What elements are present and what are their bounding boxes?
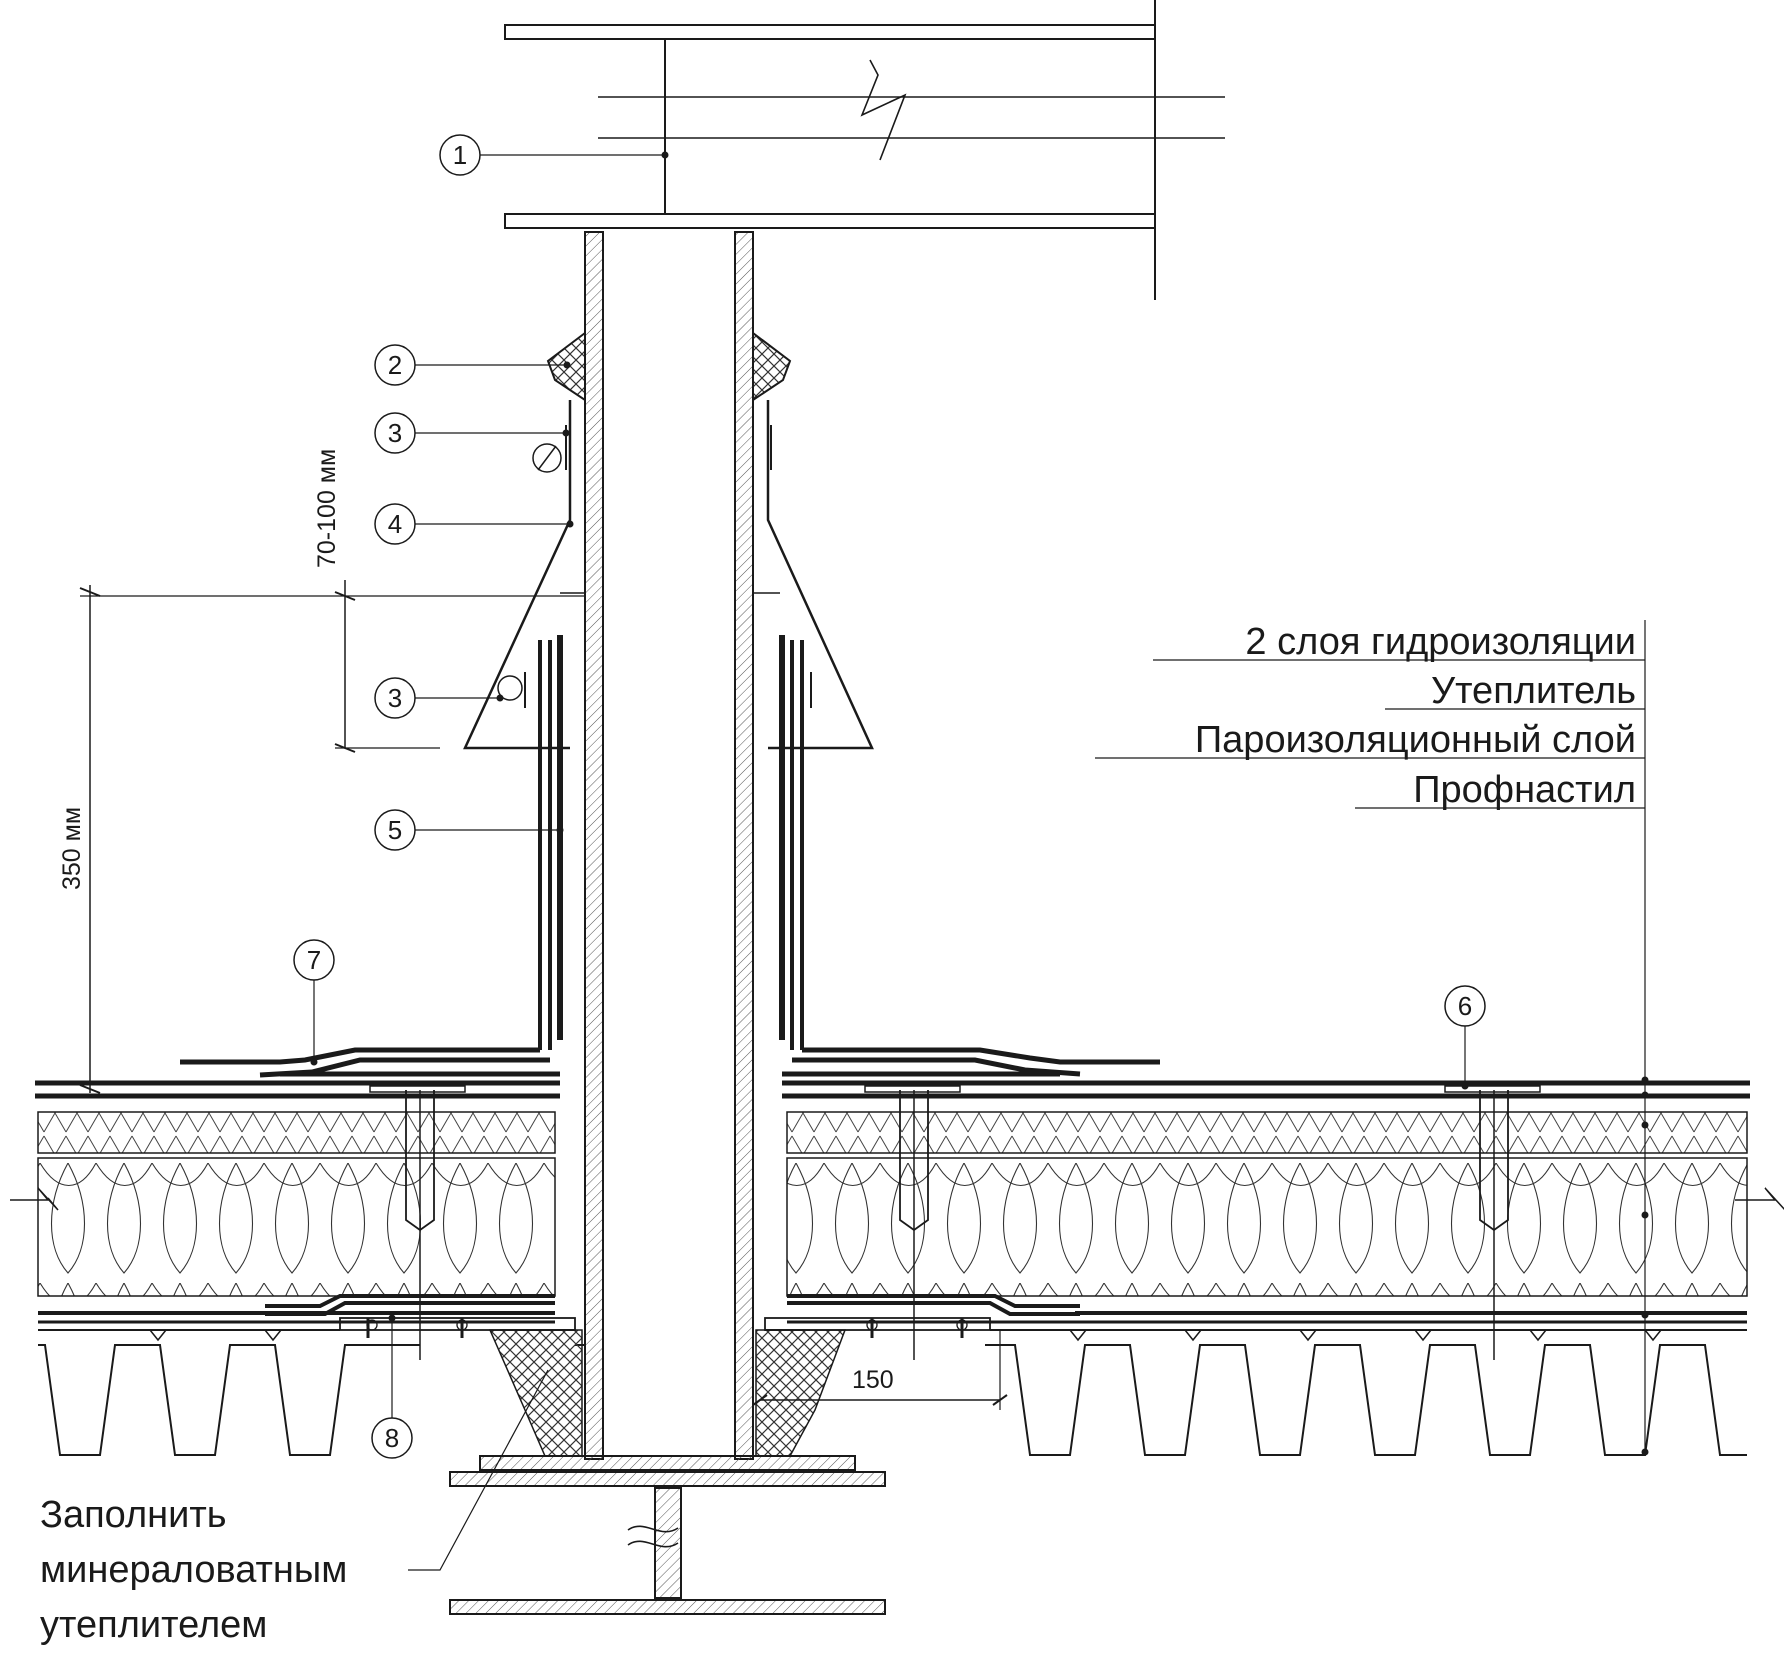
callout-4: 4 xyxy=(374,503,416,545)
svg-text:3: 3 xyxy=(388,683,402,713)
sealant-right xyxy=(752,330,792,402)
svg-text:6: 6 xyxy=(1458,991,1472,1021)
fastener-washer xyxy=(369,1085,466,1093)
sealant-and-collar xyxy=(463,330,874,750)
svg-text:2: 2 xyxy=(388,350,402,380)
callout-8: 8 xyxy=(371,1417,413,1459)
legend-profiled-deck: Профнастил xyxy=(1413,769,1636,811)
roof-membrane xyxy=(35,1080,1750,1099)
break-symbol-right xyxy=(1735,1187,1784,1211)
layers-legend: 2 слоя гидроизоляции Утеплитель Пароизол… xyxy=(1095,620,1649,1456)
clamp-screw-icon xyxy=(532,443,562,473)
legend-vapour-barrier: Пароизоляционный слой xyxy=(1195,719,1636,761)
svg-text:5: 5 xyxy=(388,815,402,845)
callout-2: 2 xyxy=(374,344,416,386)
svg-text:3: 3 xyxy=(388,418,402,448)
callout-6: 6 xyxy=(1444,985,1486,1027)
upper-beam xyxy=(504,0,1225,300)
svg-text:8: 8 xyxy=(385,1423,399,1453)
svg-text:7: 7 xyxy=(307,945,321,975)
fastener-washer xyxy=(864,1085,961,1093)
mechanical-fasteners xyxy=(405,1090,1509,1360)
fastener-washer xyxy=(1444,1085,1541,1093)
callout-3a: 3 xyxy=(374,412,416,454)
pipe-post xyxy=(584,231,754,1460)
lower-beam xyxy=(449,1455,886,1615)
callout-3b: 3 xyxy=(374,677,416,719)
callout-5: 5 xyxy=(374,809,416,851)
legend-insulation: Утеплитель xyxy=(1431,670,1636,712)
fill-note: Заполнить минераловатным утеплителем xyxy=(40,1369,549,1646)
break-symbol-bottom xyxy=(627,1525,679,1548)
clamp-screw-icon xyxy=(497,675,523,701)
insulation xyxy=(37,1111,1748,1324)
dimensions: 70-100 мм 350 мм 150 xyxy=(58,449,1008,1410)
dim-flange-width: 150 xyxy=(852,1366,894,1394)
note-line-3: утеплителем xyxy=(40,1604,267,1646)
callout-1: 1 xyxy=(439,134,481,176)
break-symbol-top xyxy=(860,59,907,161)
legend-waterproofing: 2 слоя гидроизоляции xyxy=(1245,621,1636,663)
break-symbol-left xyxy=(10,1187,59,1211)
svg-text:4: 4 xyxy=(388,509,402,539)
dim-upstand-height: 350 мм xyxy=(58,807,86,890)
dim-flashing-height: 70-100 мм xyxy=(313,449,341,568)
profiled-deck xyxy=(38,1317,1747,1457)
note-line-1: Заполнить xyxy=(40,1494,227,1536)
callout-7: 7 xyxy=(293,939,335,981)
waterproofing-upstand xyxy=(180,635,1160,1078)
note-line-2: минераловатным xyxy=(40,1549,347,1591)
callouts: 1 2 3 4 3 xyxy=(293,134,1486,1459)
svg-text:1: 1 xyxy=(453,140,467,170)
